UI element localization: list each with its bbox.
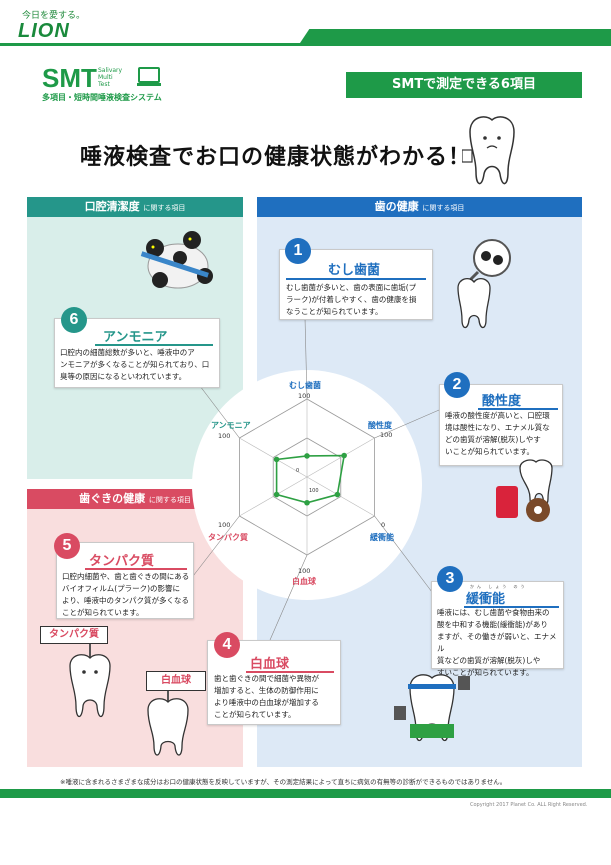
gum-health-header: 歯ぐきの健康 に関する項目	[27, 489, 243, 509]
header-green-bar	[300, 29, 611, 43]
copyright: Copyright 2017 Planet Co. ALL Right Rese…	[470, 802, 588, 808]
title-underline	[85, 568, 187, 570]
radar-axis-spoke-2	[306, 476, 375, 517]
header-divider	[0, 43, 611, 46]
radar-axis-spoke-1	[306, 437, 375, 478]
card-title: アンモニア	[103, 330, 168, 345]
badge-number-5: 5	[54, 533, 80, 559]
radar-data-point	[273, 491, 280, 498]
badge-number-6: 6	[61, 307, 87, 333]
tooth-drink-illustration	[496, 459, 553, 522]
badge-number-1: 1	[285, 238, 311, 264]
measurable-items-banner: SMTで測定できる6項目	[346, 72, 582, 98]
badge-number-4: 4	[214, 632, 240, 658]
leader-line-5	[199, 385, 240, 439]
leader-line-4	[189, 515, 240, 581]
card-cavity-bacteria: むし歯菌 むし歯菌が多いと、歯の表面に歯垢(プラーク)が付着しやすく、歯の健康を…	[279, 249, 433, 320]
oral-cleanliness-header: 口腔清潔度 に関する項目	[27, 197, 243, 217]
monitor-icon	[138, 67, 160, 83]
tooth-dumbbell-illustration	[394, 674, 470, 742]
axis-label-ammonia: アンモニア	[211, 421, 251, 430]
card-title: 白血球	[250, 657, 290, 672]
footer-green-bar	[0, 789, 611, 798]
card-acidity: 酸性度 唾液の酸性度が高いと、口腔環境は酸性になり、エナメル質などの歯質が溶解(…	[439, 384, 563, 466]
card-text: 口腔内の細菌総数が多いと、唾液中のアンモニアが多くなることが知られており、口臭等…	[60, 348, 210, 381]
axis-max-buffer: 0	[381, 521, 386, 529]
page-title: 唾液検査でお口の健康状態がわかる！	[80, 145, 472, 170]
badge-number-2: 2	[444, 372, 470, 398]
leader-line-2	[374, 515, 439, 601]
card-text: むし歯菌が多いと、歯の表面に歯垢(プラーク)が付着しやすく、歯の健康を損なうこと…	[286, 283, 417, 316]
axis-label-buffer-capacity: 緩衝能	[370, 533, 394, 542]
axis-label-cavity-bacteria: むし歯菌	[289, 381, 321, 390]
smt-caption: 多項目・短時間唾液検査システム	[42, 93, 162, 102]
radar-inner-label-100: 100	[309, 488, 319, 494]
radar-data-point	[273, 456, 280, 463]
white-blood-cells-sign: 白血球	[146, 671, 206, 691]
axis-max-protein: 100	[218, 521, 231, 529]
smt-logo: SMT	[42, 63, 97, 93]
radar-data-point	[304, 499, 310, 506]
axis-max-acidity: 100	[380, 431, 393, 439]
disclaimer-footnote: ※唾液に含まれるさまざまな成分はお口の健康状態を反映していますが、その測定結果に…	[60, 778, 507, 786]
tagline: 今日を愛する。	[22, 11, 86, 21]
radar-axis-spoke-4	[239, 476, 308, 517]
monitor-base-icon	[137, 83, 161, 86]
smt-subtitle: Salivary Multi Test	[98, 67, 123, 88]
title-underline	[478, 408, 558, 410]
tooth-mascot-icon	[462, 116, 515, 185]
badge-number-3: 3	[437, 566, 463, 592]
bacteria-brush-illustration	[140, 231, 213, 289]
title-underline	[286, 278, 426, 280]
card-title: 緩衝能	[466, 592, 506, 607]
title-underline	[464, 606, 559, 608]
card-protein: タンパク質 口腔内細菌や、歯と歯ぐきの間にあるバイオフィルム(プラーク)の影響に…	[56, 542, 194, 619]
leader-line-1	[374, 409, 440, 439]
card-text: 口腔内細菌や、歯と歯ぐきの間にあるバイオフィルム(プラーク)の影響により、唾液中…	[62, 572, 190, 617]
axis-max-wbc: 100	[298, 567, 311, 575]
axis-label-acidity: 酸性度	[368, 421, 392, 430]
tooth-sign-holder-2-illustration	[147, 688, 189, 756]
protein-sign: タンパク質	[40, 626, 108, 644]
radar-inner-label-0: 0	[296, 468, 300, 474]
axis-max-cavity-bacteria: 100	[298, 392, 311, 400]
leader-line-3	[269, 554, 308, 641]
tooth-sign-holder-illustration	[69, 640, 111, 718]
card-title: 酸性度	[482, 394, 522, 409]
buffer-capacity-ruby: かん しょう のう	[470, 584, 528, 589]
card-title: タンパク質	[89, 554, 155, 569]
lion-logo[interactable]: LION	[18, 20, 70, 42]
radar-data-point	[334, 491, 341, 498]
title-underline	[95, 344, 213, 346]
leader-line-0	[304, 317, 308, 400]
card-buffer-capacity: かん しょう のう 緩衝能 唾液には、むし歯菌や食物由来の酸を中和する機能(緩衝…	[431, 581, 564, 677]
tooth-health-header: 歯の健康 に関する項目	[257, 197, 582, 217]
card-text: 唾液の酸性度が高いと、口腔環境は酸性になり、エナメル質などの歯質が溶解(脱灰)し…	[445, 411, 550, 456]
radar-data-point	[341, 452, 347, 459]
card-text: 歯と歯ぐきの間で細菌や異物が増加すると、生体の防御作用により唾液中の白血球が増加…	[214, 674, 319, 719]
title-underline	[246, 671, 334, 673]
card-text: 唾液には、むし歯菌や食物由来の酸を中和する機能(緩衝能)がありますが、その働きが…	[437, 608, 557, 677]
tooth-magnifier-illustration	[457, 239, 511, 329]
radar-data-point	[304, 453, 310, 459]
axis-max-ammonia: 100	[218, 432, 231, 440]
axis-label-white-blood-cells: 白血球	[292, 577, 316, 586]
radar-axis-spoke-5	[239, 437, 308, 478]
card-title: むし歯菌	[328, 263, 381, 278]
axis-label-protein: タンパク質	[208, 533, 248, 542]
